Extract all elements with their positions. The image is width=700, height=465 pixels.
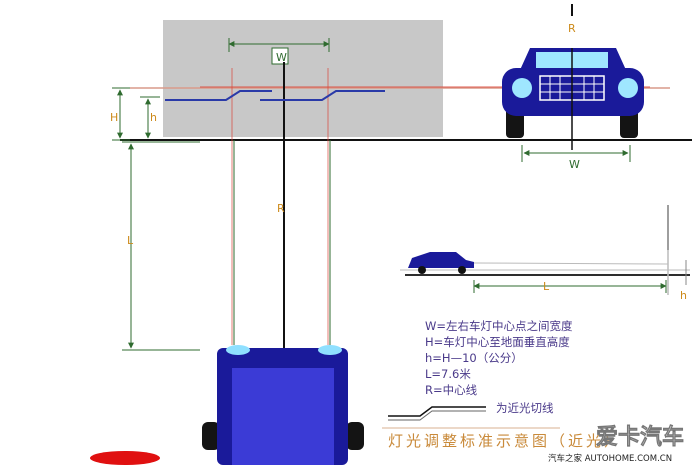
screen-wall (163, 20, 443, 137)
h-small-label: h (680, 289, 687, 302)
watermark-logo: 爱卡汽车 (596, 424, 684, 450)
right-headlight-icon (318, 345, 342, 355)
right-cutoff-line (260, 90, 385, 101)
r-top-label: R (568, 22, 576, 35)
H-label: H (110, 111, 118, 124)
cutoff-line-label: 为近光切线 (496, 401, 554, 415)
legend-item-h: h=H—10（公分） (425, 351, 523, 365)
legend-item-w: W=左右车灯中心点之间宽度 (425, 319, 573, 333)
left-headlight-icon (226, 345, 250, 355)
red-blob (90, 451, 160, 465)
L-label: L (127, 234, 134, 247)
side-view: L h (400, 205, 690, 302)
front-right-headlight-icon (618, 78, 638, 98)
front-left-headlight-icon (512, 78, 532, 98)
legend-item-R: R=中心线 (425, 383, 478, 397)
l-small-label: L (543, 280, 550, 293)
cutoff-line-symbol (388, 406, 486, 417)
left-cutoff-line (165, 90, 272, 101)
car-top-view (202, 345, 364, 465)
legend: W=左右车灯中心点之间宽度 H=车灯中心至地面垂直高度 h=H—10（公分） L… (425, 319, 573, 397)
cutoff-line-symbol-shadow (388, 410, 486, 421)
w-car-label: W (569, 158, 580, 171)
w-top-label: W (276, 51, 287, 64)
legend-item-L: L=7.6米 (425, 367, 471, 381)
legend-item-H: H=车灯中心至地面垂直高度 (425, 335, 570, 349)
diagram-caption: 灯光调整标准示意图（近光） (388, 432, 622, 450)
R-label: R (277, 202, 285, 215)
car-front-view: R W (502, 4, 644, 171)
w-label-box (271, 47, 289, 65)
h-label: h (150, 111, 157, 124)
watermark-text: 汽车之家 AUTOHOME.COM.CN (548, 453, 672, 464)
